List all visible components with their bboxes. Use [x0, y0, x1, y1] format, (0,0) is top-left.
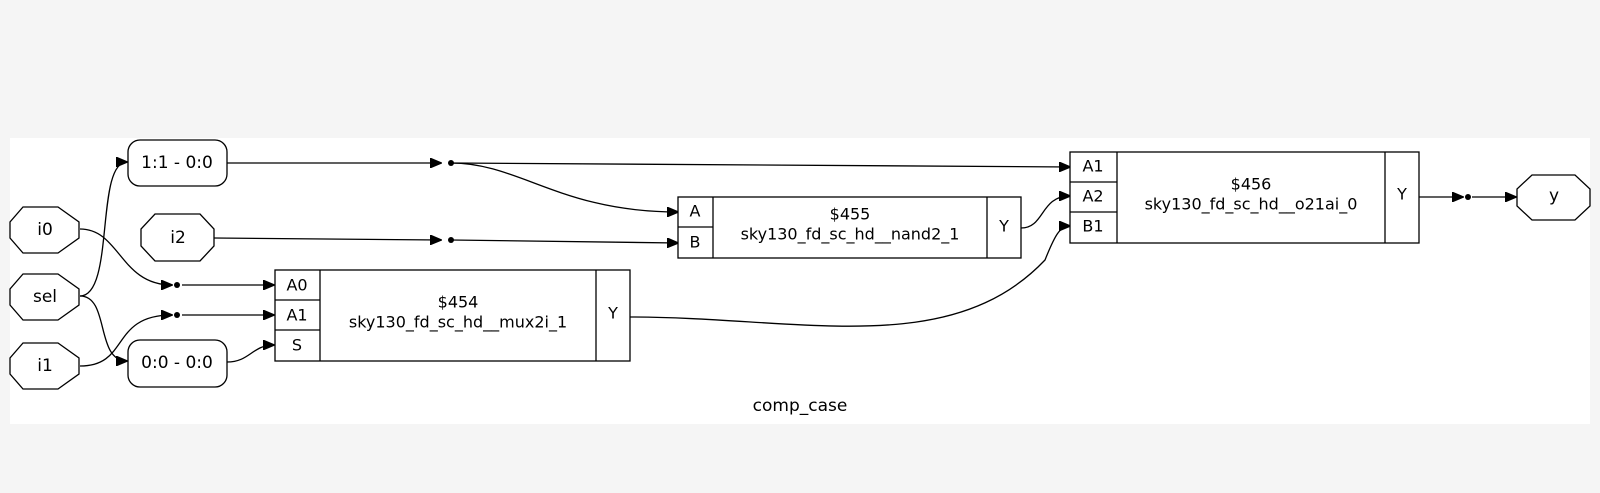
port-y-label: Y: [1396, 185, 1407, 204]
junction-dots: [174, 160, 1471, 318]
wire-i2-out: [213, 238, 441, 240]
input-port-sel[interactable]: sel: [9, 273, 80, 321]
wire-sel-to-slice-top: [79, 162, 127, 297]
input-port-label: i1: [37, 356, 53, 376]
wire-slice-bottom-to-454-s: [226, 345, 274, 363]
input-port-i2[interactable]: i2: [140, 213, 215, 262]
cell-456-o21ai[interactable]: A1 A2 B1 $456 sky130_fd_sc_hd__o21ai_0 Y: [1069, 151, 1420, 244]
junction-dot: [1465, 194, 1471, 200]
port-b-label: B: [690, 233, 701, 252]
input-port-i0[interactable]: i0: [9, 206, 80, 254]
input-port-i1[interactable]: i1: [9, 342, 80, 390]
cell-type: sky130_fd_sc_hd__o21ai_0: [1145, 195, 1358, 215]
port-a1-label: A1: [1082, 157, 1103, 176]
port-a1-label: A1: [286, 306, 307, 325]
wire-454y-to-456b1: [629, 226, 1070, 327]
port-a2-label: A2: [1082, 187, 1103, 206]
port-y-label: Y: [607, 304, 618, 323]
cell-id: $456: [1231, 175, 1272, 194]
port-s-label: S: [292, 336, 302, 355]
slice-label: 0:0 - 0:0: [141, 353, 213, 373]
junction-dot: [448, 160, 454, 166]
junction-dot: [448, 237, 454, 243]
junction-dot: [174, 312, 180, 318]
wire-sel-to-slice-bottom: [79, 295, 127, 361]
cell-id: $454: [438, 293, 479, 312]
wires: [79, 162, 1516, 367]
cell-type: sky130_fd_sc_hd__nand2_1: [741, 225, 960, 245]
port-b1-label: B1: [1082, 217, 1103, 236]
module-title: comp_case: [753, 396, 848, 416]
wire-i0-out: [79, 228, 172, 285]
wire-to-456-a1: [450, 163, 1070, 167]
output-port-label: y: [1549, 186, 1559, 206]
output-port-y[interactable]: y: [1516, 174, 1591, 221]
wire-to-455-a: [450, 162, 678, 212]
port-a-label: A: [690, 202, 701, 221]
slice-node-bottom[interactable]: 0:0 - 0:0: [127, 339, 228, 388]
wire-455y-to-456a2: [1020, 196, 1070, 229]
input-port-label: i0: [37, 220, 53, 240]
cell-455-nand2[interactable]: A B $455 sky130_fd_sc_hd__nand2_1 Y: [677, 196, 1022, 259]
cell-454-mux2i[interactable]: A0 A1 S $454 sky130_fd_sc_hd__mux2i_1 Y: [274, 269, 631, 362]
port-y-label: Y: [998, 217, 1009, 236]
input-port-label: sel: [33, 287, 57, 307]
wire-i1-out: [79, 315, 172, 367]
slice-node-top[interactable]: 1:1 - 0:0: [127, 139, 228, 187]
junction-dot: [174, 282, 180, 288]
cell-type: sky130_fd_sc_hd__mux2i_1: [349, 313, 567, 333]
cell-id: $455: [830, 205, 871, 224]
port-a0-label: A0: [286, 276, 307, 295]
input-port-label: i2: [170, 228, 186, 248]
slice-label: 1:1 - 0:0: [141, 153, 213, 173]
wire-to-455-b: [450, 240, 678, 243]
